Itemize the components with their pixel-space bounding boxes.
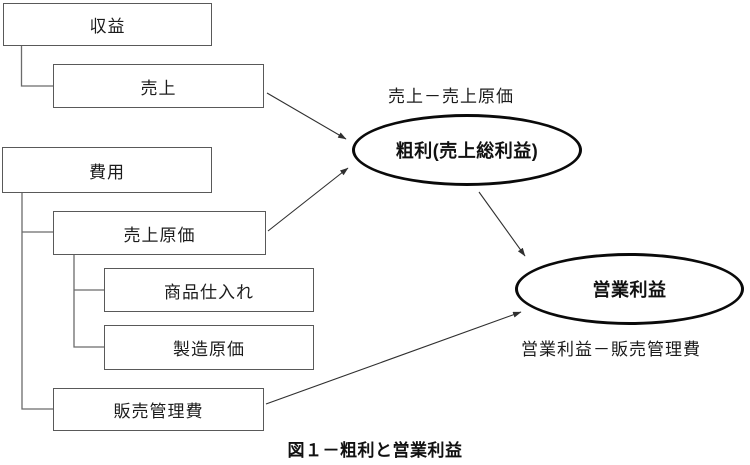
connector-cogs-trunk (73, 255, 104, 348)
box-revenue: 収益 (3, 3, 212, 46)
connector-expenses-trunk (21, 193, 53, 410)
ellipse-gross-profit: 粗利(売上総利益) (352, 114, 582, 186)
box-cost-of-sales: 売上原価 (53, 211, 266, 255)
box-merchandise-purchase: 商品仕入れ (104, 268, 314, 312)
arrow-cogs-to-gross (267, 167, 349, 232)
ellipse-operating-profit: 営業利益 (515, 253, 744, 325)
figure-caption: 図１－粗利と営業利益 (287, 441, 463, 460)
formula-operating-profit: 営業利益－販売管理費 (521, 340, 701, 359)
arrow-sales-to-gross (266, 92, 347, 140)
connector-revenue-to-sales (20, 46, 53, 87)
box-sales: 売上 (53, 64, 264, 108)
box-manufacturing-cost: 製造原価 (104, 325, 314, 370)
arrow-gross-to-operating (478, 191, 526, 257)
formula-gross-profit: 売上－売上原価 (388, 87, 514, 106)
box-expenses: 費用 (2, 147, 212, 193)
box-selling-admin-expenses: 販売管理費 (53, 388, 264, 431)
arrow-sga-to-operating (265, 311, 522, 405)
